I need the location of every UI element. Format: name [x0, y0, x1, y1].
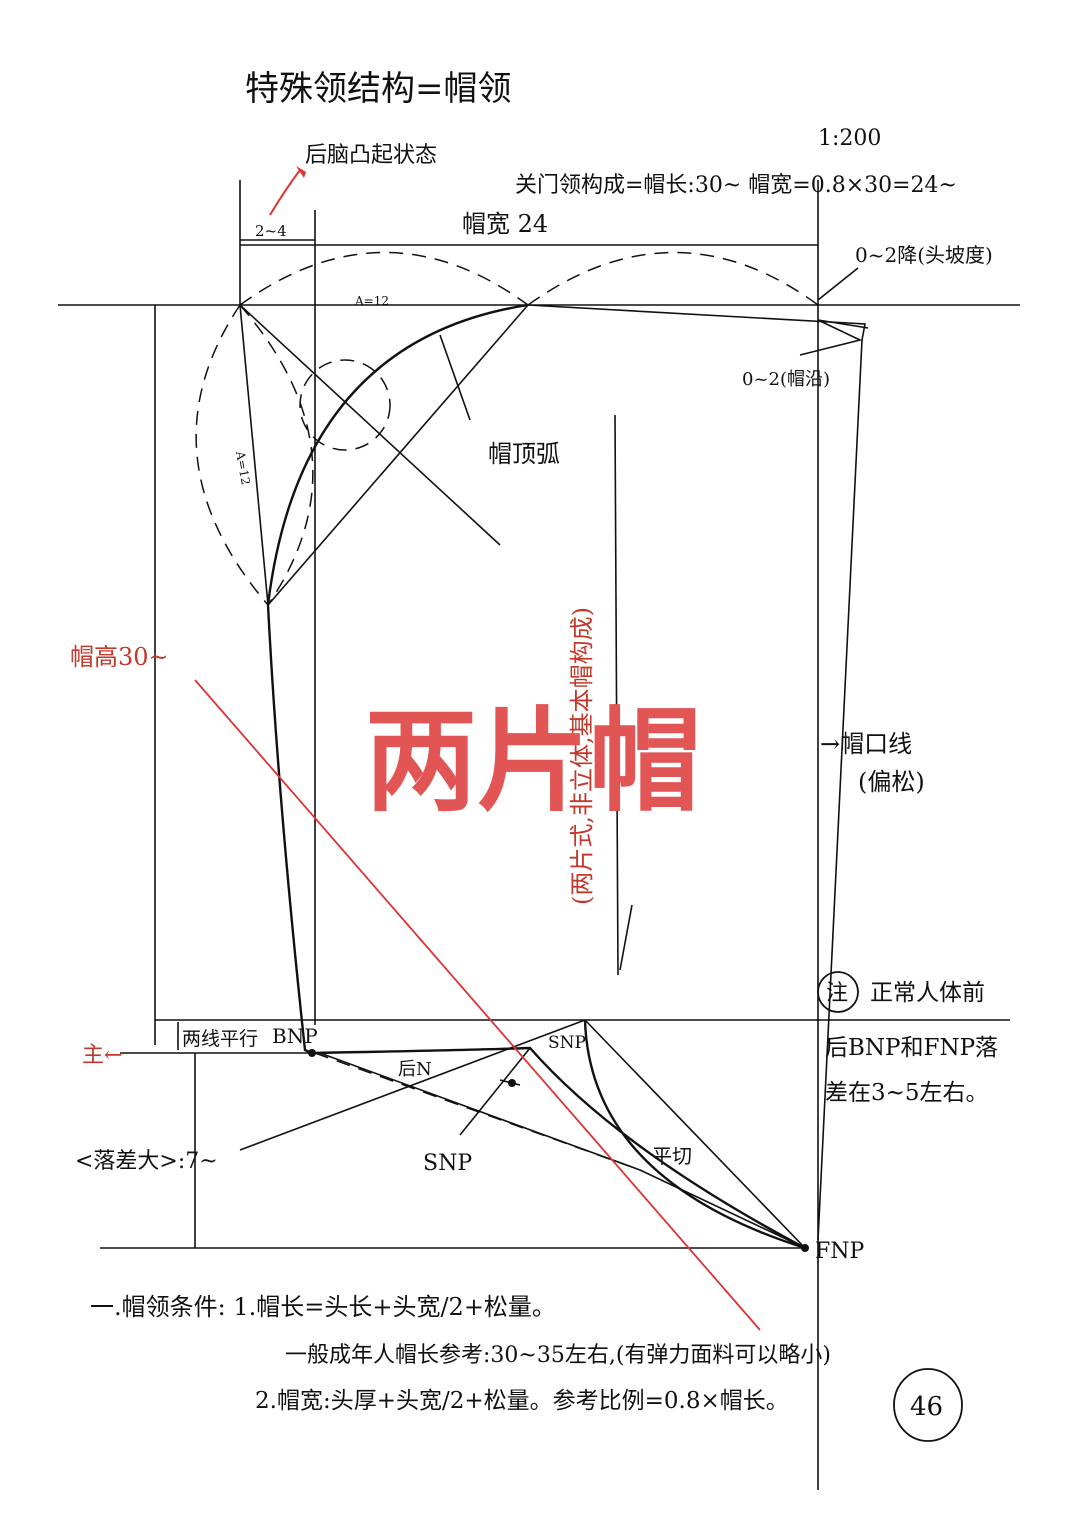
page-number-circle	[893, 1368, 963, 1442]
note-line-1: 正常人体前	[870, 980, 985, 1006]
construction-lines	[58, 180, 1020, 1490]
bnp-point	[308, 1049, 316, 1057]
note-circle-label: 注	[826, 981, 848, 1006]
a12-top: A=12	[354, 294, 389, 308]
page-number: 46	[910, 1392, 943, 1422]
hood-outline	[266, 303, 806, 1250]
closed-collar-note: 关门领构成=帽长:30~ 帽宽=0.8×30=24~	[515, 173, 957, 198]
red-diagonal	[194, 679, 761, 1331]
bnp-label: BNP	[272, 1024, 318, 1048]
page-title: 特殊领结构=帽领	[245, 69, 512, 109]
back-n-label: 后N	[398, 1059, 432, 1080]
note-line-3: 差在3~5左右。	[825, 1080, 989, 1106]
arrow-left-label: 主←	[82, 1043, 122, 1068]
snp-point	[508, 1079, 516, 1087]
hood-height-label: 帽高30~	[70, 643, 169, 671]
hood-top-arc-label: 帽顶弧	[488, 440, 560, 468]
note-circle	[817, 971, 859, 1013]
hood-opening-sub: (偏松)	[858, 768, 925, 796]
parallel-lines-label: 两线平行	[182, 1028, 258, 1050]
flat-cut-label: 平切	[652, 1144, 692, 1168]
note-line-2: 后BNP和FNP落	[825, 1035, 998, 1061]
fnp-point	[801, 1244, 809, 1252]
snp-right-label: SNP	[548, 1033, 586, 1053]
fnp-label: FNP	[815, 1239, 865, 1264]
watermark: 两片帽	[365, 697, 701, 827]
red-arrow-top	[269, 169, 301, 216]
conditions-line-1: 一.帽领条件: 1.帽长=头长+头宽/2+松量。	[90, 1293, 556, 1321]
snp-left-label: SNP	[423, 1151, 472, 1176]
a12-left: A=12	[233, 449, 253, 486]
hood-width-label: 帽宽 24	[462, 210, 548, 238]
red-arrowhead	[296, 166, 306, 178]
conditions-line-3: 2.帽宽:头厚+头宽/2+松量。参考比例=0.8×帽长。	[255, 1388, 789, 1414]
dim-2-4: 2~4	[255, 222, 287, 240]
drop-note: 0~2降(头坡度)	[855, 243, 993, 267]
back-neck-state: 后脑凸起状态	[305, 143, 437, 168]
hood-opening-label: →帽口线	[820, 730, 912, 758]
drop-note-2: 0~2(帽沿)	[742, 369, 830, 390]
scale-label: 1:200	[818, 126, 881, 151]
conditions-line-2: 一般成年人帽长参考:30~35左右,(有弹力面料可以略小)	[285, 1343, 831, 1368]
vertical-note: (两片式,非立体,基本帽构成)	[568, 607, 596, 905]
drop-large-label: <落差大>:7~	[75, 1149, 218, 1174]
